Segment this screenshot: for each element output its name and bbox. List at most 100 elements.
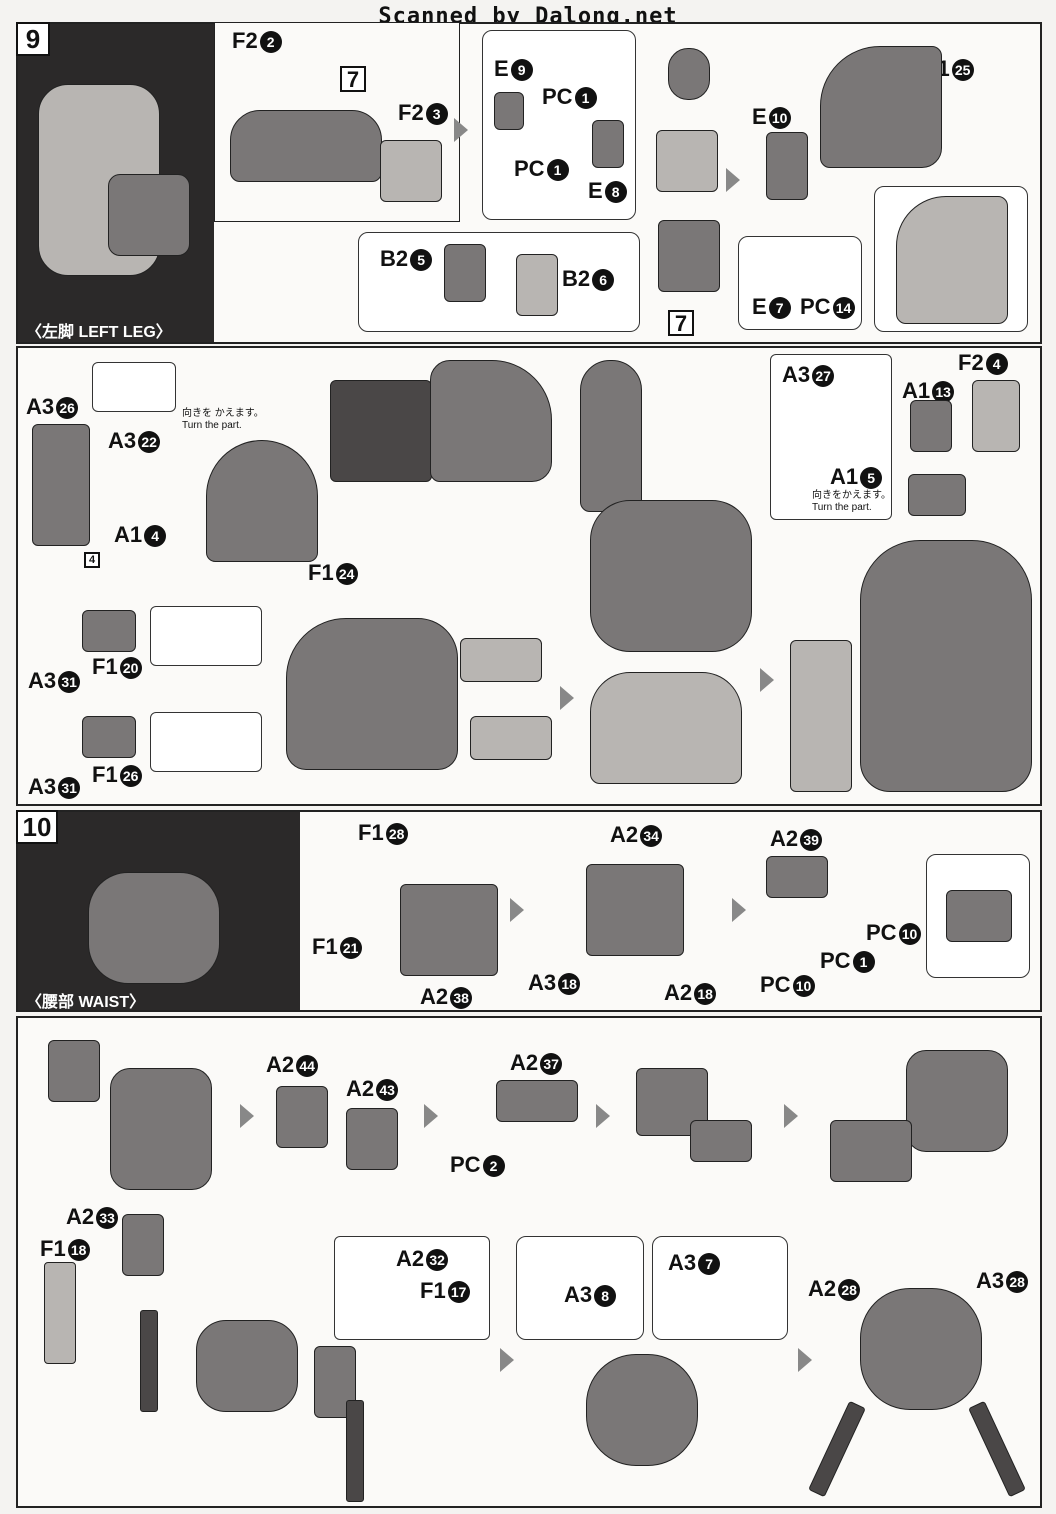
part-drawing xyxy=(690,1120,752,1162)
step-number: 9 xyxy=(16,22,50,56)
part-drawing xyxy=(110,1068,212,1190)
section-label: 〈左脚 LEFT LEG〉 xyxy=(26,324,172,341)
subpanel xyxy=(652,1236,788,1340)
part-drawing xyxy=(590,500,752,652)
part-drawing xyxy=(766,132,808,200)
part-drawing xyxy=(656,130,718,192)
part-drawing xyxy=(590,672,742,784)
turn-note: 向きをかえます。Turn the part. xyxy=(812,490,891,513)
step-number: 10 xyxy=(16,810,58,844)
step9-photo xyxy=(18,24,214,342)
turn-note: 向きを かえます。Turn the part. xyxy=(182,408,264,431)
part-drawing xyxy=(494,92,524,130)
subpanel xyxy=(150,606,262,666)
part-drawing xyxy=(908,474,966,516)
section-label: 〈腰部 WAIST〉 xyxy=(26,994,146,1011)
part-drawing xyxy=(470,716,552,760)
part-drawing xyxy=(140,1310,158,1412)
part-drawing xyxy=(658,220,720,292)
subpanel xyxy=(150,712,262,772)
ref-square: 7 xyxy=(340,66,366,92)
part-drawing xyxy=(820,46,942,168)
step-arrow xyxy=(596,1104,610,1128)
subpanel xyxy=(516,1236,644,1340)
part-drawing xyxy=(444,244,486,302)
part-drawing xyxy=(860,540,1032,792)
part-drawing xyxy=(44,1262,76,1364)
part-drawing xyxy=(830,1120,912,1182)
part-drawing xyxy=(122,1214,164,1276)
part-drawing xyxy=(636,1068,708,1136)
part-drawing xyxy=(82,716,136,758)
step-arrow xyxy=(240,1104,254,1128)
waist-photo-part xyxy=(88,872,220,984)
part-drawing xyxy=(906,1050,1008,1152)
part-drawing xyxy=(516,254,558,316)
part-drawing xyxy=(586,1354,698,1466)
part-drawing xyxy=(592,120,624,168)
step-arrow xyxy=(500,1348,514,1372)
ref-square: 4 xyxy=(84,552,100,568)
step-arrow xyxy=(454,118,468,142)
part-drawing xyxy=(790,640,852,792)
part-drawing xyxy=(330,380,432,482)
part-drawing xyxy=(82,610,136,652)
part-drawing xyxy=(430,360,552,482)
part-drawing xyxy=(946,890,1012,942)
step-arrow xyxy=(760,668,774,692)
part-drawing xyxy=(346,1400,364,1502)
step-arrow xyxy=(732,898,746,922)
part-drawing xyxy=(860,1288,982,1410)
part-drawing xyxy=(910,400,952,452)
step-arrow xyxy=(560,686,574,710)
part-drawing xyxy=(48,1040,100,1102)
part-drawing xyxy=(400,884,498,976)
part-drawing xyxy=(206,440,318,562)
part-drawing xyxy=(580,360,642,512)
step10-photo xyxy=(18,812,300,1010)
step-arrow xyxy=(510,898,524,922)
part-drawing xyxy=(896,196,1008,324)
ref-square: 7 xyxy=(668,310,694,336)
step-arrow xyxy=(424,1104,438,1128)
part-drawing xyxy=(972,380,1020,452)
part-drawing xyxy=(286,618,458,770)
step-arrow xyxy=(784,1104,798,1128)
